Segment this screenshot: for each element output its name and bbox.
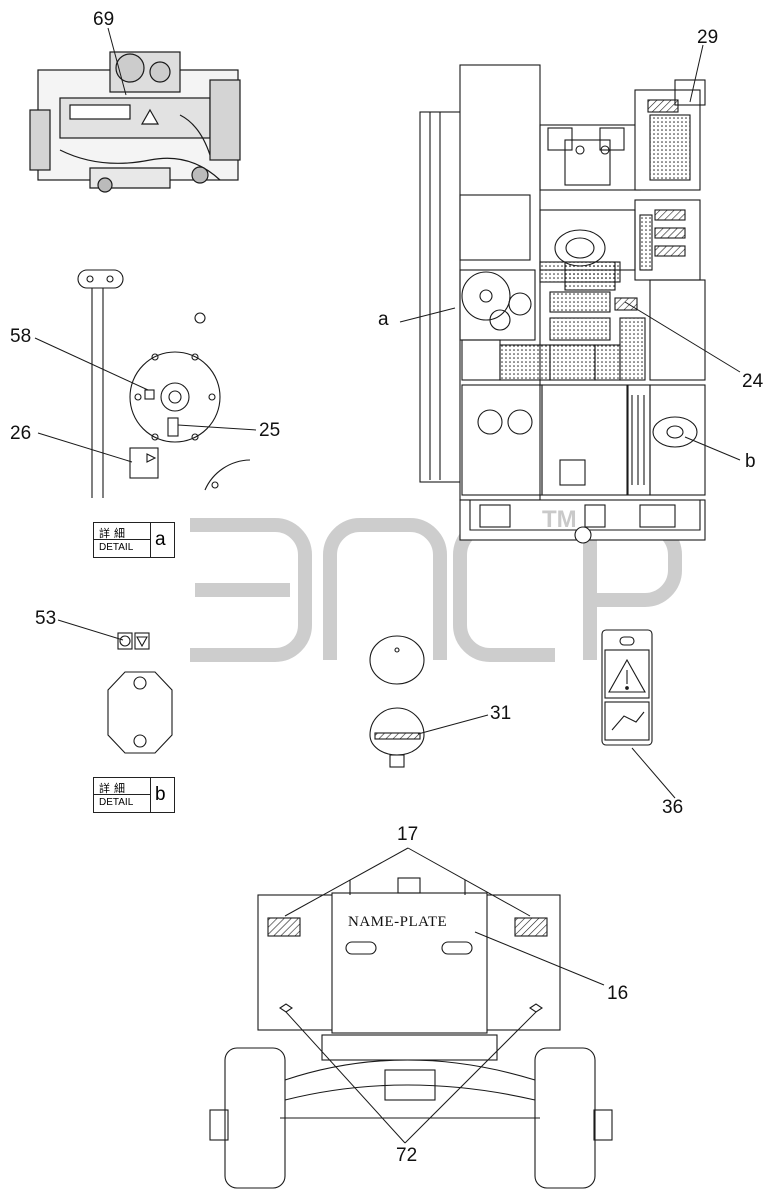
detail-a-letter: a (155, 529, 166, 550)
detail-b-vdivider (150, 778, 151, 812)
detail-b-label: 詳細 DETAIL b (93, 777, 175, 813)
callout-58: 58 (10, 326, 32, 347)
detail-a-vdivider (150, 523, 151, 557)
detail-b-divider (94, 794, 150, 795)
engine-drawing (29, 51, 241, 193)
callout-53: 53 (35, 608, 57, 629)
detail-a-label: 詳細 DETAIL a (93, 522, 175, 558)
detail-a-drawing (77, 269, 251, 498)
detail-a-divider (94, 539, 150, 540)
callout-24: 24 (742, 371, 764, 392)
watermark-tm: TM (542, 506, 577, 533)
cap-drawing (369, 635, 425, 768)
machine-top-view (419, 64, 706, 544)
callout-29: 29 (697, 27, 719, 48)
callout-ref-b: b (745, 451, 756, 472)
callout-ref-a: a (378, 309, 389, 330)
nameplate-text: NAME-PLATE (348, 914, 448, 930)
callout-17: 17 (397, 824, 419, 845)
detail-a-jp: 詳細 (99, 527, 129, 540)
callout-31: 31 (490, 703, 512, 724)
callout-69: 69 (93, 9, 115, 30)
rear-view-drawing (209, 877, 613, 1189)
callout-36: 36 (662, 797, 684, 818)
callout-72: 72 (396, 1145, 418, 1166)
callout-26: 26 (10, 423, 32, 444)
detail-b-jp: 詳細 (99, 782, 129, 795)
detail-b-drawing (107, 632, 173, 754)
detail-b-letter: b (155, 784, 166, 805)
detail-a-en: DETAIL (99, 542, 134, 553)
detail-b-en: DETAIL (99, 797, 134, 808)
callout-16: 16 (607, 983, 629, 1004)
callout-25: 25 (259, 420, 281, 441)
warning-label-drawing (601, 629, 653, 746)
